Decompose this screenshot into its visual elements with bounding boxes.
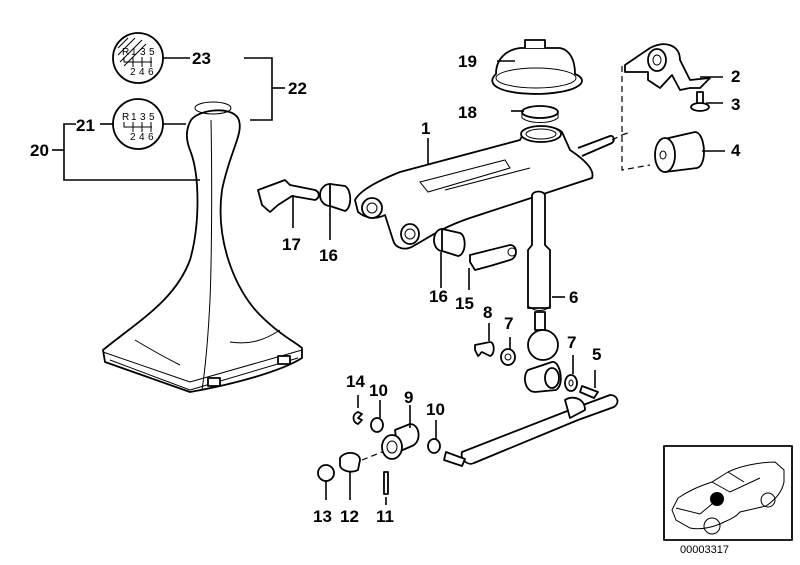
washer-7a-part: [500, 348, 516, 366]
vehicle-locator-inset: 00003317: [663, 445, 793, 556]
bushing-left-part: [319, 183, 352, 212]
shift-pattern-23: R 1 3 5 2 4 6: [122, 47, 155, 78]
cap-part: [317, 464, 335, 482]
bushing-right-part: [433, 228, 466, 257]
callout-11[interactable]: 11: [376, 507, 394, 526]
washer-10b-part: [427, 438, 441, 454]
callout-2[interactable]: 2: [731, 67, 740, 86]
callout-18[interactable]: 18: [458, 103, 477, 122]
linkage-rod-part: [443, 394, 619, 467]
callout-22[interactable]: 22: [288, 79, 307, 98]
shift-pattern-21: R 1 3 5 2 4 6: [122, 112, 155, 143]
callout-8[interactable]: 8: [483, 303, 492, 322]
callout-23[interactable]: 23: [192, 49, 211, 68]
svg-text:R: R: [122, 47, 129, 58]
svg-text:3: 3: [140, 47, 146, 58]
callout-1[interactable]: 1: [421, 119, 430, 138]
bearing-bracket-part: [624, 43, 711, 91]
bushing-12-part: [339, 452, 361, 473]
callout-9[interactable]: 9: [404, 388, 413, 407]
callout-20[interactable]: 20: [30, 141, 49, 160]
svg-text:6: 6: [148, 67, 154, 78]
emblem-part: R 1 3 5 2 4 6: [112, 98, 164, 150]
callout-10a[interactable]: 10: [369, 381, 388, 400]
callout-12[interactable]: 12: [340, 507, 359, 526]
washer-7b-part: [564, 374, 578, 392]
callout-7b[interactable]: 7: [567, 333, 576, 352]
svg-text:6: 6: [148, 132, 154, 143]
svg-text:1: 1: [131, 112, 137, 123]
ring-part: [521, 105, 559, 123]
svg-text:2: 2: [130, 132, 136, 143]
reference-number: 00003317: [680, 544, 729, 556]
location-marker: [710, 492, 724, 506]
callout-15[interactable]: 15: [455, 294, 474, 313]
callout-16a[interactable]: 16: [319, 246, 338, 265]
svg-text:5: 5: [149, 47, 155, 58]
callout-labels: 1 2 3 4 5 6 7 7 8 9 10 10 11 12 13 14 15…: [30, 49, 741, 526]
svg-text:4: 4: [139, 132, 145, 143]
callout-4[interactable]: 4: [731, 141, 741, 160]
svg-text:1: 1: [131, 47, 137, 58]
callout-14[interactable]: 14: [346, 372, 365, 391]
callout-13[interactable]: 13: [313, 507, 332, 526]
callout-19[interactable]: 19: [458, 52, 477, 71]
svg-text:3: 3: [140, 112, 146, 123]
dowel-pin-part: [383, 471, 389, 495]
bolt-part: [690, 91, 710, 112]
boot-part: [491, 39, 583, 95]
shift-knob-part: [102, 101, 303, 393]
clamp-right-part: [469, 244, 517, 271]
svg-text:R: R: [122, 112, 129, 123]
clamp-left-part: [257, 179, 320, 213]
callout-3[interactable]: 3: [731, 95, 740, 114]
clip-part: [474, 341, 495, 357]
callout-7a[interactable]: 7: [504, 314, 513, 333]
pin-part: [579, 385, 599, 399]
svg-text:5: 5: [149, 112, 155, 123]
callout-10b[interactable]: 10: [426, 400, 445, 419]
washer-10a-part: [370, 417, 384, 433]
callout-16b[interactable]: 16: [429, 287, 448, 306]
emblem-illuminated-part: R 1 3 5 2 4 6: [112, 32, 164, 84]
selector-lever-part: [354, 125, 615, 250]
svg-text:4: 4: [139, 67, 145, 78]
svg-text:2: 2: [130, 67, 136, 78]
circlip-part: [352, 411, 363, 425]
callout-17[interactable]: 17: [282, 235, 301, 254]
callout-6[interactable]: 6: [569, 288, 578, 307]
callout-5[interactable]: 5: [592, 345, 601, 364]
joint-part: [381, 423, 420, 460]
shift-lever-part: [524, 190, 562, 393]
rubber-mount-part: [654, 131, 705, 173]
callout-21[interactable]: 21: [76, 116, 95, 135]
